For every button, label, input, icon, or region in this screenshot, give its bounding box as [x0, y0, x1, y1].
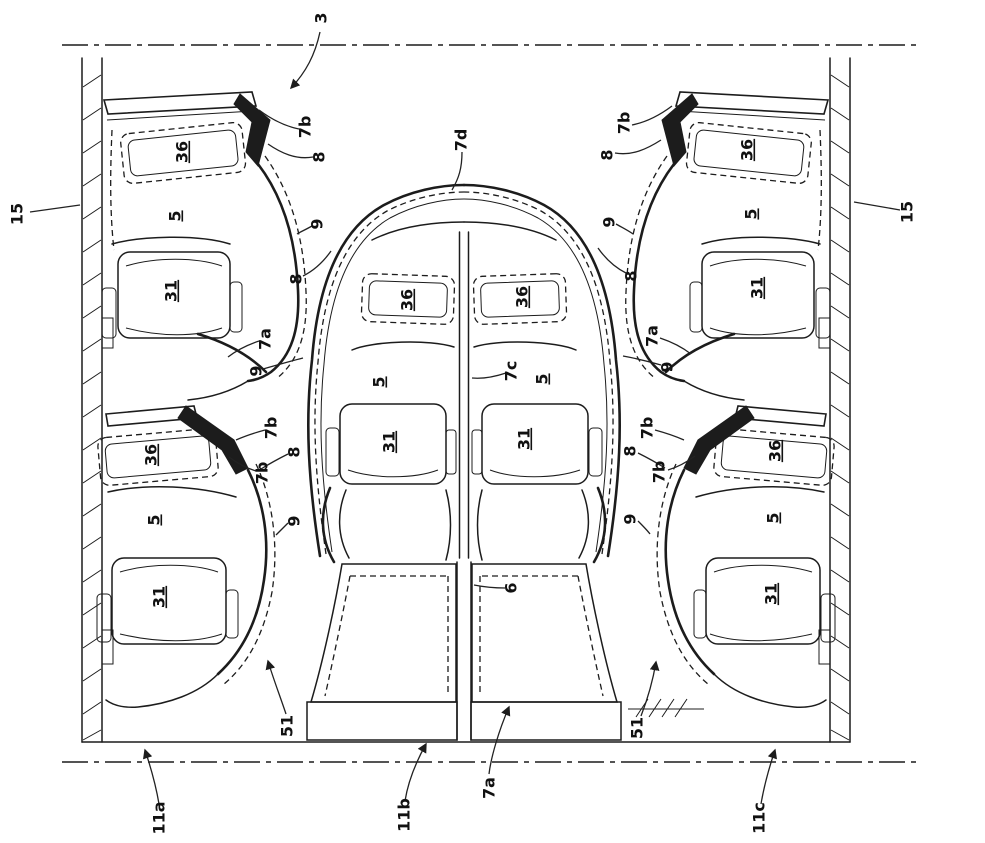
reference-numerals: 3 15 15 7b 8 7d 7b 8 36 36 5 5 9 9 8 8 3…	[8, 12, 917, 834]
ref-label-36: 36	[513, 286, 532, 308]
ref-label-5: 5	[533, 373, 552, 384]
section-break-ticks	[628, 698, 704, 718]
fuselage-wall-left	[81, 57, 114, 743]
seat-units-left	[96, 91, 307, 708]
ref-label-31: 31	[150, 586, 169, 608]
ref-label-7b: 7b	[650, 461, 669, 484]
ref-label-8: 8	[622, 270, 641, 281]
ref-label-5: 5	[764, 512, 783, 523]
ref-label-31: 31	[162, 280, 181, 302]
ref-label-7c: 7c	[502, 361, 521, 382]
ref-label-36: 36	[398, 289, 417, 311]
ref-label-36: 36	[766, 440, 785, 462]
ref-label-11b: 11b	[395, 798, 414, 832]
leader-lines	[29, 31, 901, 805]
ref-label-9: 9	[621, 513, 640, 524]
ref-label-8: 8	[287, 273, 306, 284]
ref-label-7a: 7a	[256, 328, 275, 350]
ref-label-11a: 11a	[150, 801, 169, 834]
ref-label-7b: 7b	[253, 462, 272, 485]
ref-label-9: 9	[658, 361, 677, 372]
ref-label-7b: 7b	[262, 417, 281, 440]
ref-label-5: 5	[370, 376, 389, 387]
ref-label-31: 31	[515, 428, 534, 450]
ref-label-5: 5	[145, 514, 164, 525]
center-seat-pod-left-half	[306, 183, 466, 741]
centerline-bottom	[62, 741, 922, 763]
ref-label-5: 5	[742, 208, 761, 219]
seat-unit-front-left	[101, 91, 307, 401]
ref-label-15: 15	[8, 203, 27, 225]
ref-label-36: 36	[738, 139, 757, 161]
seat-units-right	[624, 90, 837, 709]
ref-label-7b: 7b	[615, 112, 634, 135]
ref-label-7b: 7b	[638, 417, 657, 440]
ref-label-51: 51	[278, 715, 297, 737]
ref-label-5: 5	[166, 210, 185, 221]
ref-label-6: 6	[502, 582, 521, 593]
ref-label-31: 31	[762, 583, 781, 605]
center-seat-pod-right-half	[462, 183, 623, 742]
ref-label-36: 36	[142, 444, 161, 466]
ref-label-9: 9	[308, 218, 327, 229]
ref-label-9: 9	[285, 515, 304, 526]
ref-label-36: 36	[173, 141, 192, 163]
ref-label-9: 9	[600, 216, 619, 227]
ref-label-7d: 7d	[452, 129, 471, 152]
seat-unit-rear-left	[96, 405, 276, 708]
ref-label-9: 9	[247, 365, 266, 376]
ref-label-3: 3	[312, 12, 331, 23]
ref-label-8: 8	[621, 445, 640, 456]
ref-label-31: 31	[748, 277, 767, 299]
ref-label-51: 51	[628, 717, 647, 739]
ref-label-7a: 7a	[643, 325, 662, 347]
ref-label-8: 8	[598, 149, 617, 160]
ref-label-15: 15	[898, 201, 917, 223]
ref-label-31: 31	[380, 431, 399, 453]
ref-label-8: 8	[285, 446, 304, 457]
ref-label-7a: 7a	[480, 777, 499, 799]
ref-label-11c: 11c	[750, 802, 769, 834]
ref-label-8: 8	[310, 151, 329, 162]
ref-label-7b: 7b	[296, 116, 315, 139]
